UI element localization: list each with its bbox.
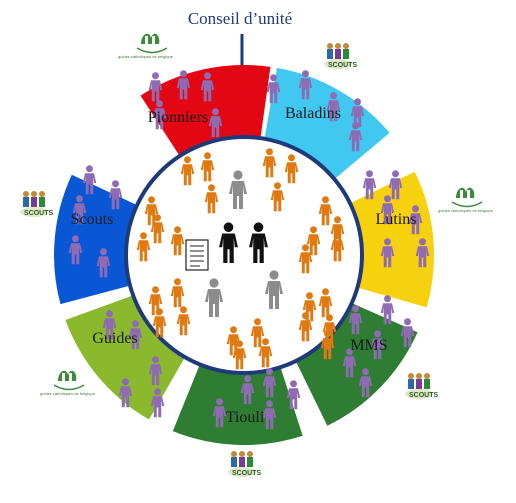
sector-label-mms: MMS (350, 337, 387, 354)
guides-logo: guides catholiques de belgique (438, 187, 494, 213)
scouts-logo: SCOUTS (405, 373, 439, 399)
diagram-title: Conseil d’unité (188, 9, 292, 28)
council-ring (124, 135, 364, 375)
scouts-logos: SCOUTS SCOUTS SCOUTS SCOUTS (20, 43, 439, 477)
scouts-logo-text: SCOUTS (409, 392, 439, 399)
scouts-logo-text: SCOUTS (24, 210, 54, 217)
scouts-logo: SCOUTS (20, 191, 54, 217)
sector-label-lutins: Lutins (376, 211, 417, 228)
guides-logo-text: guides catholiques de belgique (40, 391, 96, 396)
scouts-logo-text: SCOUTS (328, 62, 358, 69)
scouts-logo: SCOUTS (228, 451, 262, 477)
scouts-logo: SCOUTS (324, 43, 358, 69)
scouts-logo-text: SCOUTS (232, 470, 262, 477)
guides-logo-text: guides catholiques de belgique (118, 54, 174, 59)
sector-label-guides: Guides (92, 330, 137, 347)
sector-label-baladins: Baladins (285, 105, 341, 122)
sector-label-scouts: Scouts (71, 211, 114, 228)
guides-logo: guides catholiques de belgique (40, 370, 96, 396)
sector-label-pionniers: Pionniers (148, 109, 208, 126)
guides-logo-text: guides catholiques de belgique (438, 208, 494, 213)
document-icon (185, 239, 209, 271)
sector-label-tiouli: Tiouli (226, 409, 265, 426)
guides-logo: guides catholiques de belgique (118, 33, 174, 59)
